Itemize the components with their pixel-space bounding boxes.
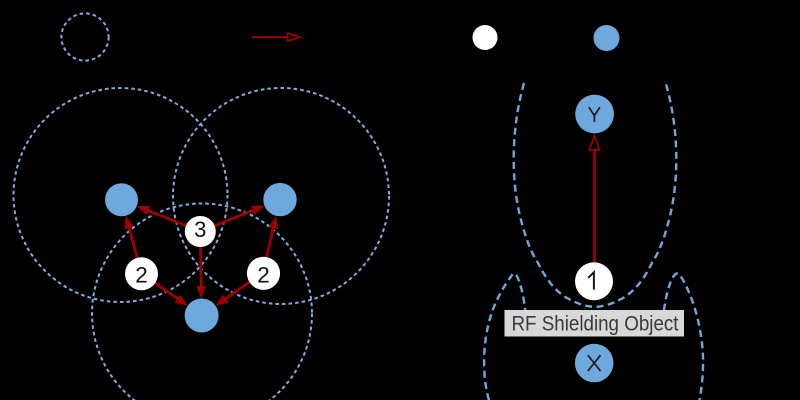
svg-text:RF Shielding Object: RF Shielding Object xyxy=(512,313,679,336)
svg-text:2: 2 xyxy=(257,263,270,288)
svg-text:2: 2 xyxy=(135,262,148,287)
svg-text:3: 3 xyxy=(194,217,206,242)
